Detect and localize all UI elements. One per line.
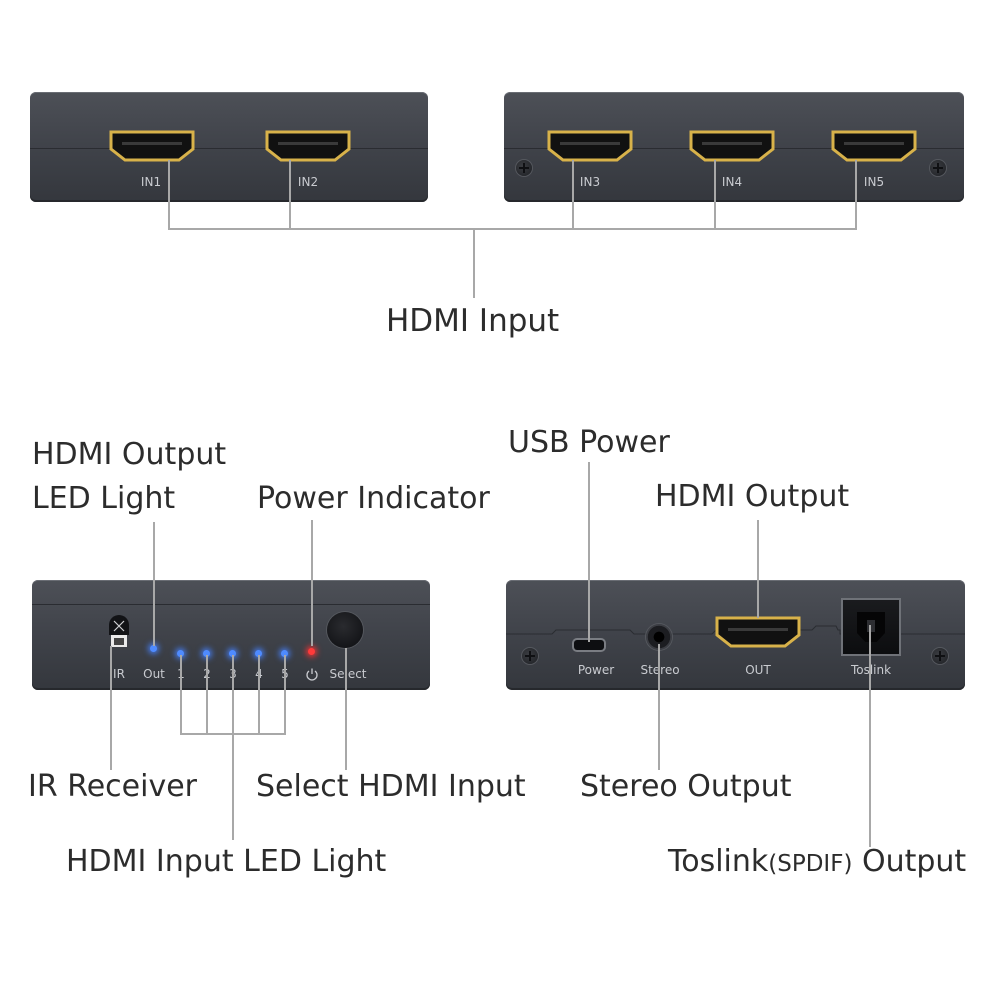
usb-port [574,640,604,650]
toslink-port [843,600,899,654]
screw-icon [516,160,532,176]
leader-line [153,522,155,646]
leader-line [180,733,286,735]
port-label-in4: IN4 [721,175,743,189]
hdmi-port-in4 [689,130,775,162]
label-out: Out [143,667,165,681]
callout-hdmi-input: HDMI Input [386,303,560,339]
callout-select-input: Select HDMI Input [256,769,526,804]
leader-line [473,228,475,298]
label-select: Select [329,667,367,681]
leader-line [180,655,182,735]
leader-line [110,646,112,770]
led-input-2 [203,650,210,657]
label-power: Power [577,663,615,677]
leader-line [284,655,286,735]
leader-line [757,520,759,618]
callout-power-indicator: Power Indicator [257,481,490,516]
hdmi-port-out [715,616,801,648]
callout-output-led-2: LED Light [32,481,176,516]
callout-toslink-tail: Output [852,844,967,879]
leader-line [168,228,857,230]
led-output [150,645,157,652]
callout-toslink-output: Toslink(SPDIF) Output [668,847,966,877]
leader-line [869,625,871,847]
select-button[interactable] [327,612,363,648]
leader-line [168,160,170,230]
ir-receiver-icon [109,615,129,647]
leader-line [311,520,313,646]
led-input-5 [281,650,288,657]
callout-toslink-main: Toslink [668,844,769,879]
screw-icon [932,648,948,664]
callout-stereo-output: Stereo Output [580,769,792,804]
port-label-in2: IN2 [297,175,319,189]
callout-toslink-paren: (SPDIF) [768,851,853,877]
hdmi-port-in5 [831,130,917,162]
leader-line [232,655,234,840]
screw-icon [522,648,538,664]
leader-line [345,648,347,770]
label-stereo: Stereo [640,663,680,677]
led-input-4 [255,650,262,657]
leader-line [714,160,716,230]
led-input-1 [177,650,184,657]
leader-line [572,160,574,230]
port-label-in5: IN5 [863,175,885,189]
led-input-3 [229,650,236,657]
leader-line [206,655,208,735]
label-ir: IR [113,667,125,681]
power-icon [306,668,318,681]
front-panel [32,580,430,690]
callout-input-led: HDMI Input LED Light [66,844,387,879]
hdmi-port-in1 [109,130,195,162]
port-label-in1: IN1 [140,175,162,189]
callout-output-led-1: HDMI Output [32,437,227,472]
callout-hdmi-output: HDMI Output [655,479,850,514]
leader-line [855,160,857,230]
hdmi-port-in3 [547,130,633,162]
label-out-port: OUT [745,663,771,677]
leader-line [258,655,260,735]
callout-ir-receiver: IR Receiver [28,769,198,804]
leader-line [658,644,660,770]
callout-usb-power: USB Power [508,425,670,460]
led-power [308,648,315,655]
leader-line [289,160,291,230]
hdmi-port-in2 [265,130,351,162]
label-toslink: Toslink [850,663,892,677]
screw-icon [930,160,946,176]
leader-line [588,462,590,642]
input-panel-left [30,92,428,202]
port-label-in3: IN3 [579,175,601,189]
